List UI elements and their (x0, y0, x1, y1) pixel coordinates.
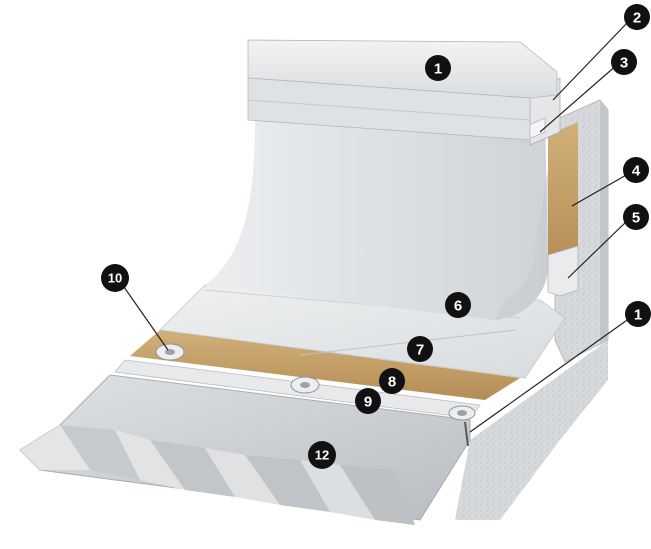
svg-text:8: 8 (388, 374, 396, 391)
callout-1-right: 1 (625, 301, 651, 327)
callout-7: 7 (407, 336, 433, 362)
concrete-wall-side (600, 100, 608, 345)
steel-deck (19, 374, 471, 525)
callout-3: 3 (611, 49, 637, 75)
callout-2: 2 (624, 4, 650, 30)
callout-4: 4 (623, 157, 649, 183)
leader-4 (571, 173, 629, 207)
svg-text:12: 12 (315, 448, 329, 463)
membrane-upstand (205, 105, 548, 320)
svg-text:4: 4 (632, 163, 641, 180)
svg-text:2: 2 (633, 10, 641, 27)
callout-9: 9 (355, 388, 381, 414)
fastener-washers (155, 343, 476, 421)
callout-1-top: 1 (425, 55, 451, 81)
callout-10: 10 (101, 264, 129, 292)
svg-text:9: 9 (364, 394, 372, 411)
insulation-layer (130, 330, 520, 400)
edge-screw (464, 421, 469, 447)
leader-5 (567, 219, 629, 279)
callout-12: 12 (308, 441, 336, 469)
metal-angle (547, 245, 579, 297)
svg-text:10: 10 (108, 271, 122, 286)
callout-8: 8 (379, 368, 405, 394)
wall-insulation (548, 122, 578, 268)
concrete-slab (455, 340, 608, 520)
svg-text:1: 1 (634, 307, 642, 324)
leader-2 (552, 21, 629, 101)
leader-10 (123, 286, 169, 351)
membrane-upstand-shade (495, 170, 548, 320)
svg-text:1: 1 (434, 61, 442, 78)
leader-1-right (469, 317, 631, 433)
callout-6: 6 (445, 292, 471, 318)
svg-text:6: 6 (454, 298, 462, 315)
callout-5: 5 (623, 204, 649, 230)
leader-3 (539, 63, 619, 133)
svg-text:7: 7 (416, 342, 424, 359)
svg-text:3: 3 (620, 55, 628, 72)
coping-cap (247, 39, 558, 141)
membrane-seam (299, 329, 516, 356)
svg-text:5: 5 (632, 210, 640, 227)
